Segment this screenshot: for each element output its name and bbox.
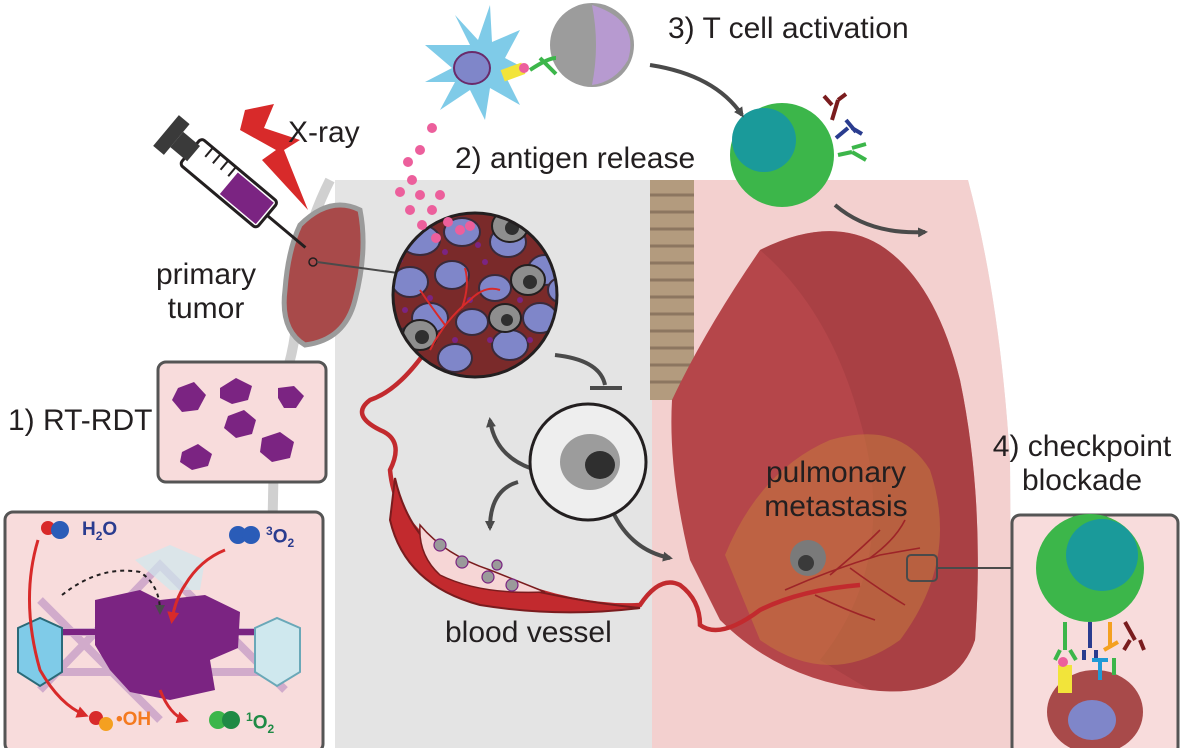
triplet-oxygen-label: 3O2	[266, 524, 294, 550]
triplet-oxygen-main: O	[272, 526, 288, 548]
step4-label-line1: 4) checkpoint	[992, 430, 1172, 463]
blood-vessel-label: blood vessel	[445, 616, 612, 649]
singlet-oxygen-main: O	[252, 712, 268, 734]
lung	[671, 231, 978, 692]
dendritic-cell	[425, 5, 529, 120]
water-label-sub: 2	[95, 528, 103, 543]
lung-capillaries	[784, 519, 921, 621]
water-label-tail: O	[102, 519, 118, 540]
rt-rdt-box	[156, 360, 328, 484]
hydroxyl-main: •OH	[116, 709, 152, 730]
xray-label: X-ray	[288, 116, 360, 149]
hydroxyl-label: •OH	[116, 709, 151, 731]
primary-tumor	[281, 202, 399, 348]
trachea	[650, 180, 694, 400]
triplet-oxygen-icon	[229, 526, 260, 544]
singlet-oxygen-sub: 2	[267, 722, 275, 737]
metastasis-nodule	[790, 540, 826, 576]
triplet-oxygen-sub: 2	[287, 536, 295, 551]
blood-vessel-section	[388, 477, 641, 614]
triplet-oxygen-sup: 3	[266, 524, 273, 538]
singlet-oxygen-label: 1O2	[246, 710, 274, 736]
step1-label: 1) RT-RDT	[8, 404, 153, 437]
water-label: H2O	[82, 519, 117, 543]
xray-bolt-icon	[240, 104, 308, 210]
step3-label: 3) T cell activation	[668, 12, 909, 45]
primary-tumor-label-line1: primary	[155, 258, 256, 291]
syringe-icon	[153, 115, 307, 249]
checkpoint-box	[1010, 513, 1180, 748]
pulmonary-metastasis-label-line1: pulmonary	[765, 456, 907, 489]
water-label-main: H	[82, 519, 96, 540]
naive-t-cell	[528, 3, 634, 87]
water-molecule-icon	[41, 521, 69, 539]
singlet-oxygen-sup: 1	[246, 710, 253, 724]
hydroxyl-icon	[89, 711, 113, 731]
step2-label: 2) antigen release	[455, 142, 696, 175]
antigen-particles	[395, 123, 475, 243]
pulmonary-metastasis-label-line2: metastasis	[764, 489, 908, 523]
step4-label: 4) checkpoint blockade	[972, 430, 1192, 497]
activated-t-cell	[730, 92, 867, 207]
singlet-oxygen-icon	[209, 711, 240, 729]
process-arrows	[485, 63, 928, 562]
mechanism-box	[3, 510, 325, 748]
immune-cell	[528, 402, 648, 522]
primary-tumor-label-line2: tumor	[167, 291, 245, 325]
pulmonary-metastasis-label: pulmonary metastasis	[736, 456, 936, 523]
step4-label-line2: blockade	[1021, 463, 1143, 497]
primary-tumor-label: primary tumor	[126, 258, 286, 325]
